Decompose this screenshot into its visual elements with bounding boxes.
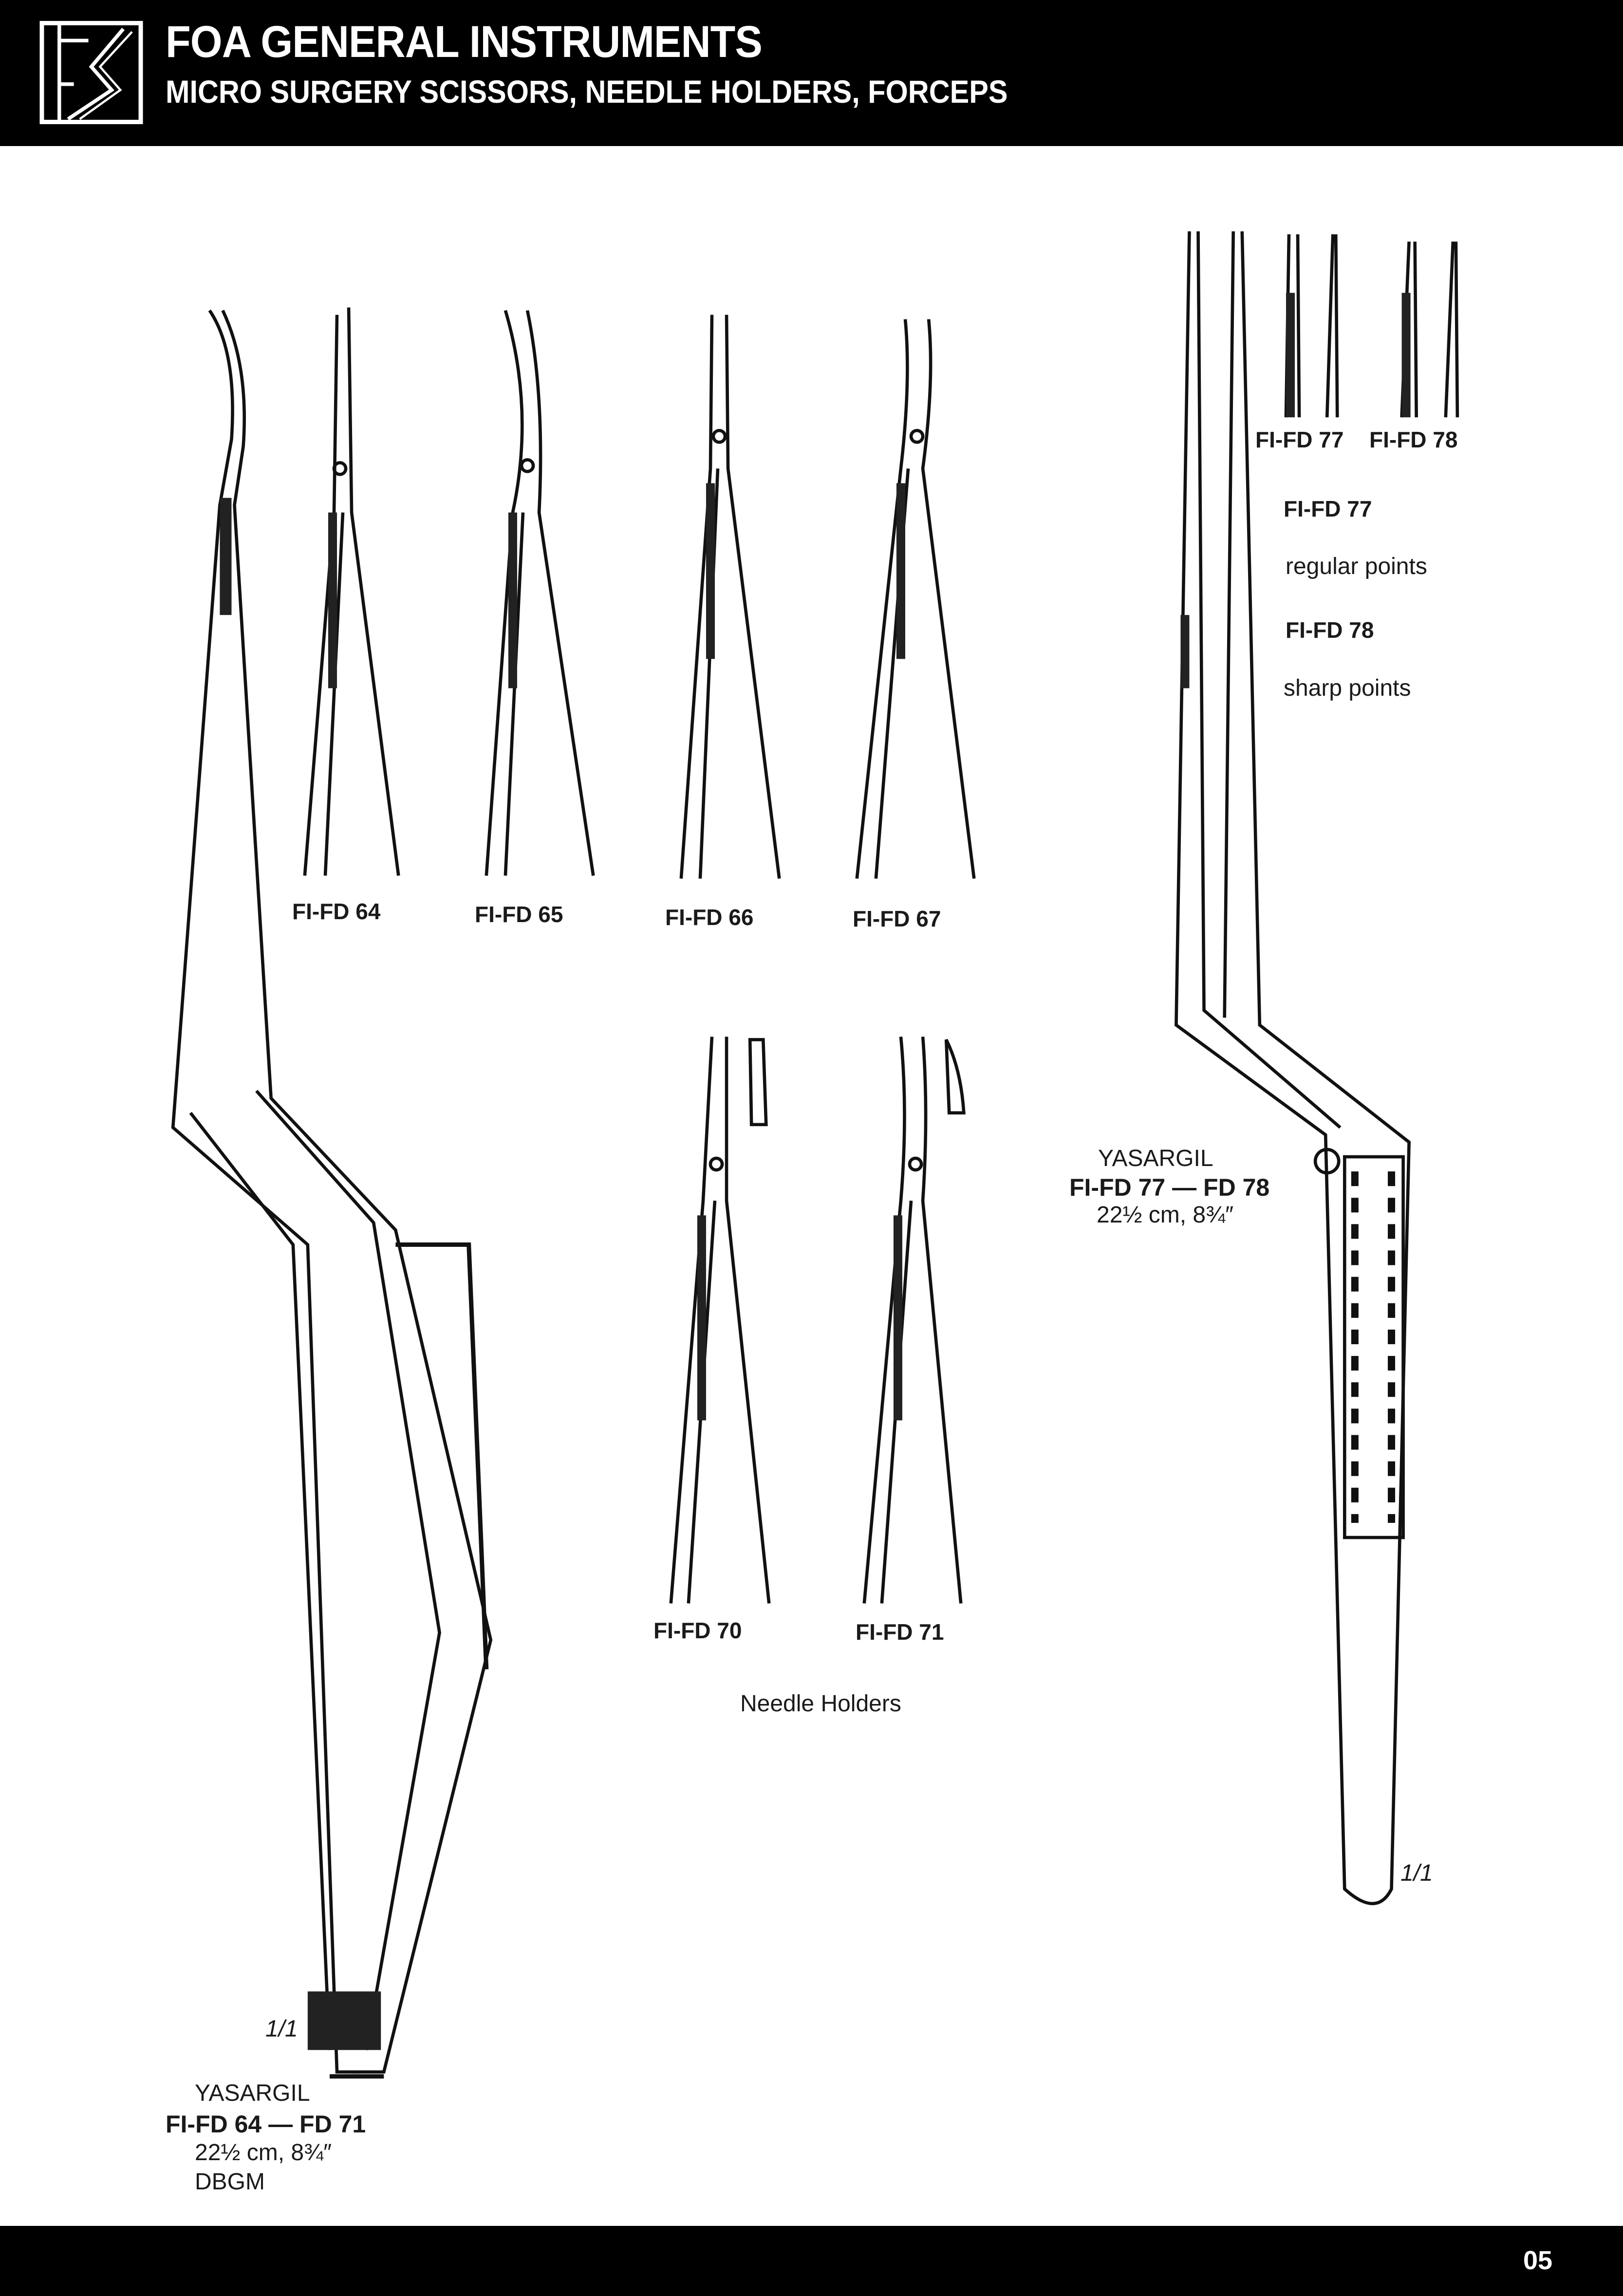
left-size: 22½ cm, 8¾″ xyxy=(195,2140,332,2166)
label-fi-fd-71: FI-FD 71 xyxy=(856,1619,944,1645)
header-subtitle: MICRO SURGERY SCISSORS, NEEDLE HOLDERS, … xyxy=(166,74,1008,110)
desc-code-fd77: FI-FD 77 xyxy=(1284,496,1372,521)
yasargil-scissors-large xyxy=(171,309,493,2079)
left-codes: FI-FD 64 — FD 71 xyxy=(166,2111,366,2138)
tip-label-fd78: FI-FD 78 xyxy=(1369,427,1458,452)
desc-text-fd78: sharp points xyxy=(1284,675,1411,701)
desc-code-fd78: FI-FD 78 xyxy=(1286,617,1374,643)
label-fi-fd-67: FI-FD 67 xyxy=(853,906,941,931)
scissors-fd64 xyxy=(303,307,400,876)
yasargil-forceps xyxy=(1175,231,1411,1906)
label-fi-fd-65: FI-FD 65 xyxy=(475,902,563,927)
desc-text-fd77: regular points xyxy=(1286,554,1427,579)
label-fi-fd-64: FI-FD 64 xyxy=(292,899,381,924)
needle-holders-caption: Needle Holders xyxy=(740,1691,901,1717)
forceps-scale: 1/1 xyxy=(1400,1860,1433,1886)
foa-logo xyxy=(39,20,143,125)
page-header: FOA GENERAL INSTRUMENTS MICRO SURGERY SC… xyxy=(0,0,1623,146)
page-footer: 05 xyxy=(0,2226,1623,2296)
scissors-fd67 xyxy=(855,319,976,879)
tip-label-fd77: FI-FD 77 xyxy=(1255,427,1344,452)
forceps-name: YASARGIL xyxy=(1098,1146,1213,1171)
page-number: 05 xyxy=(1523,2246,1553,2275)
left-name: YASARGIL xyxy=(195,2080,310,2106)
left-scale: 1/1 xyxy=(265,2016,298,2042)
scissors-fd65 xyxy=(485,310,595,876)
forceps-size: 22½ cm, 8¾″ xyxy=(1097,1202,1234,1228)
header-title: FOA GENERAL INSTRUMENTS xyxy=(166,17,763,67)
needle-holder-fd71 xyxy=(862,1037,966,1604)
scissors-fd66 xyxy=(679,315,781,879)
left-note: DBGM xyxy=(195,2169,265,2195)
label-fi-fd-66: FI-FD 66 xyxy=(665,905,754,930)
needle-holder-fd70 xyxy=(669,1037,771,1604)
label-fi-fd-70: FI-FD 70 xyxy=(653,1618,742,1643)
forceps-codes: FI-FD 77 — FD 78 xyxy=(1069,1174,1270,1201)
forceps-tips xyxy=(1284,234,1459,418)
